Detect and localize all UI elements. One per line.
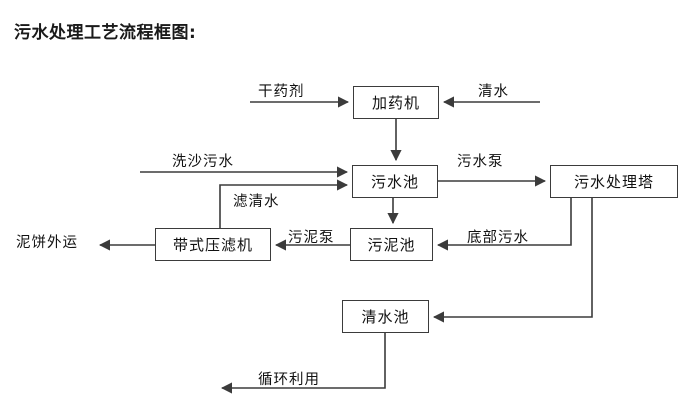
edge-label-sludge-pump: 污泥泵 (288, 230, 335, 246)
node-sludge-pool[interactable]: 污泥池 (350, 228, 433, 261)
terminal-label-mud-cake-out: 泥饼外运 (16, 235, 78, 251)
terminal-label-sand-wash-water: 洗沙污水 (172, 154, 234, 170)
edge-label-bottom-sewage: 底部污水 (467, 230, 529, 246)
node-dosing-machine-label: 加药机 (371, 94, 420, 112)
node-dosing-machine[interactable]: 加药机 (353, 86, 439, 119)
edge-filtered-water-to-sewage-pool (219, 179, 349, 228)
edge-tower-to-clear-water-pool (432, 198, 593, 323)
terminal-label-dry-chemical: 干药剂 (258, 84, 305, 100)
edge-tower-to-sludge-pool (436, 198, 572, 251)
edge-clear-water-pool-to-reuse (220, 333, 386, 394)
terminal-label-clean-water: 清水 (478, 84, 509, 100)
node-sewage-pool[interactable]: 污水池 (352, 165, 438, 198)
node-sludge-pool-label: 污泥池 (367, 236, 416, 254)
edge-label-recycle-reuse: 循环利用 (258, 372, 320, 388)
node-treatment-tower-label: 污水处理塔 (573, 173, 654, 191)
page-title: 污水处理工艺流程框图: (14, 23, 197, 43)
node-clear-water-pool[interactable]: 清水池 (342, 300, 429, 333)
edge-label-filtered-water: 滤清水 (233, 194, 280, 210)
node-clear-water-pool-label: 清水池 (361, 308, 410, 326)
node-belt-filter-press[interactable]: 带式压滤机 (155, 228, 271, 261)
edge-label-sewage-pump: 污水泵 (457, 154, 504, 170)
node-treatment-tower[interactable]: 污水处理塔 (550, 165, 678, 198)
node-sewage-pool-label: 污水池 (370, 173, 419, 191)
node-belt-filter-press-label: 带式压滤机 (172, 236, 253, 254)
